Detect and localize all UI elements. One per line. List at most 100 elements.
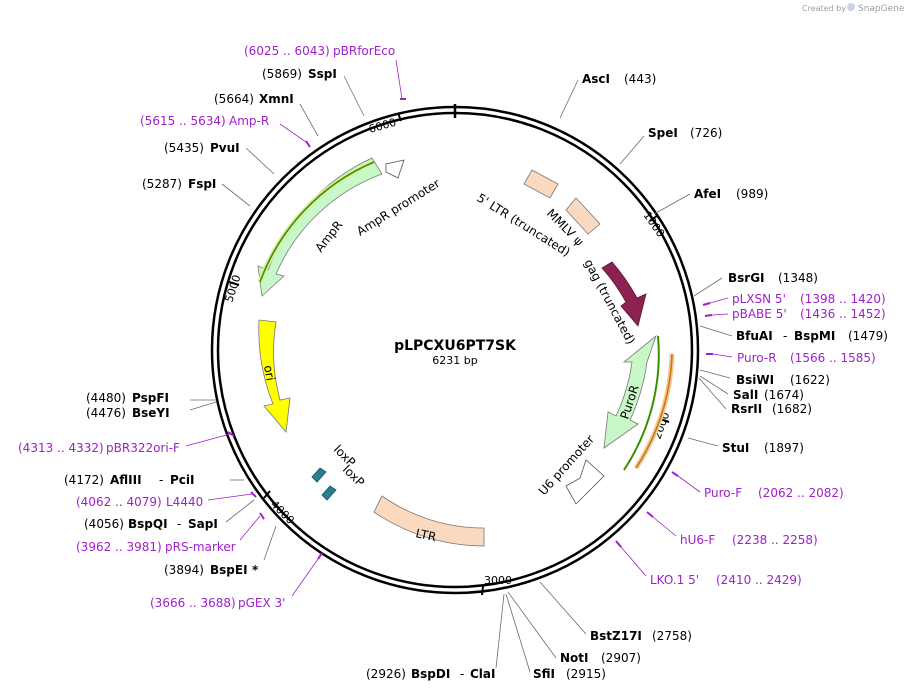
site-bspdi[interactable]: (2926) BspDI - ClaI xyxy=(366,593,505,681)
site-xmni-name: XmnI xyxy=(259,92,294,106)
site-sfii-pos: (2915) xyxy=(566,667,606,681)
puror-orf-line xyxy=(623,335,660,471)
primer-lko1-range: (2410 .. 2429) xyxy=(716,573,802,587)
primer-lko1-name: LKO.1 5' xyxy=(650,573,699,587)
site-bspqi-name: BspQI xyxy=(128,517,168,531)
primer-prs-marker[interactable]: (3962 .. 3981) pRS-marker xyxy=(76,512,265,554)
primer-puro-r[interactable]: Puro-R (1566 .. 1585) xyxy=(706,351,876,365)
site-clai-name: ClaI xyxy=(470,667,495,681)
feature-ori-arrow[interactable] xyxy=(258,319,291,433)
site-pcii-name: PciI xyxy=(170,473,195,487)
feature-loxp-1-arrow[interactable] xyxy=(311,467,327,483)
feature-label-puror: PuroR xyxy=(618,383,642,421)
primer-pbabe[interactable]: pBABE 5' (1436 .. 1452) xyxy=(704,307,886,321)
site-bsiwi[interactable]: BsiWI (1622) xyxy=(699,369,830,387)
site-xmni[interactable]: (5664) XmnI xyxy=(214,92,319,137)
site-bspmi-name: BspMI xyxy=(794,329,835,343)
primer-hu6-f-name: hU6-F xyxy=(680,533,715,547)
site-fspi-pos: (5287) xyxy=(142,177,182,191)
site-pvui-pos: (5435) xyxy=(164,141,204,155)
site-bfuai-pos: (1479) xyxy=(848,329,888,343)
site-bsiwi-name: BsiWI xyxy=(736,373,774,387)
tick-label-6000: 6000 xyxy=(367,116,397,136)
primer-pgex3-name: pGEX 3' xyxy=(238,596,285,610)
site-sspi-name: SspI xyxy=(308,67,337,81)
feature-gag-arrow[interactable] xyxy=(601,261,647,327)
site-fspi[interactable]: (5287) FspI xyxy=(142,177,251,207)
site-bstz17i[interactable]: BstZ17I (2758) xyxy=(539,581,692,643)
feature-label-loxp-2: loxP xyxy=(340,462,367,489)
site-asci-name: AscI xyxy=(582,72,610,86)
primer-pbrforeco[interactable]: (6025 .. 6043) pBRforEco xyxy=(244,44,406,100)
site-sali[interactable]: SalI (1674) xyxy=(699,375,804,402)
site-bspqi[interactable]: (4056) BspQI - SapI xyxy=(84,499,255,531)
site-stui[interactable]: StuI (1897) xyxy=(687,437,804,455)
primer-pbr322ori[interactable]: (4313 .. 4332) pBR322ori-F xyxy=(18,431,235,455)
site-afliii-sep: - xyxy=(159,473,163,487)
site-sspi[interactable]: (5869) SspI xyxy=(262,67,365,117)
primer-plxsn[interactable]: pLXSN 5' (1398 .. 1420) xyxy=(702,292,886,306)
feature-ampr-promoter-arrow[interactable] xyxy=(385,159,405,179)
site-afliii[interactable]: (4172) AflIII - PciI xyxy=(64,473,244,487)
feature-label-ampr: AmpR xyxy=(312,218,345,255)
primer-hu6-f[interactable]: hU6-F (2238 .. 2258) xyxy=(646,511,818,547)
site-bsrgi[interactable]: BsrGI (1348) xyxy=(693,271,818,297)
site-sali-name: SalI xyxy=(733,388,758,402)
site-sspi-pos: (5869) xyxy=(262,67,302,81)
primer-pbr322ori-name: pBR322ori-F xyxy=(106,441,180,455)
site-bspei[interactable]: (3894) BspEI * xyxy=(164,525,277,577)
primer-pgex3[interactable]: (3666 .. 3688) pGEX 3' xyxy=(150,552,323,610)
site-spei[interactable]: SpeI (726) xyxy=(619,126,722,165)
primer-l4440-range: (4062 .. 4079) xyxy=(76,495,162,509)
feature-loxp-2-arrow[interactable] xyxy=(321,485,337,501)
site-bstz17i-name: BstZ17I xyxy=(590,629,642,643)
primer-puro-r-range: (1566 .. 1585) xyxy=(790,351,876,365)
site-sfii[interactable]: SfiI (2915) xyxy=(505,593,606,681)
primer-pbrforeco-range: (6025 .. 6043) xyxy=(244,44,330,58)
site-pspfi[interactable]: (4480) PspFI xyxy=(86,391,216,405)
primer-puro-f[interactable]: Puro-F (2062 .. 2082) xyxy=(671,471,844,500)
site-bsrgi-pos: (1348) xyxy=(778,271,818,285)
tick-label-5000: 5000 xyxy=(222,273,243,304)
site-pvui[interactable]: (5435) PvuI xyxy=(164,141,275,175)
snapgene-brand: SnapGene xyxy=(858,4,904,14)
site-noti[interactable]: NotI (2907) xyxy=(507,591,641,665)
site-afliii-name: AflIII xyxy=(110,473,142,487)
site-afliii-pos: (4172) xyxy=(64,473,104,487)
feature-label-ltr: LTR xyxy=(414,526,437,544)
feature-mmlv-psi-block[interactable] xyxy=(565,197,601,235)
site-asci[interactable]: AscI (443) xyxy=(559,72,656,119)
primer-puro-r-name: Puro-R xyxy=(737,351,777,365)
site-bspdi-sep: - xyxy=(460,667,464,681)
primer-l4440-name: L4440 xyxy=(166,495,203,509)
primer-hu6-f-range: (2238 .. 2258) xyxy=(732,533,818,547)
feature-5ltr-block[interactable] xyxy=(523,169,559,199)
primer-amp-r-name: Amp-R xyxy=(229,114,269,128)
site-asci-pos: (443) xyxy=(624,72,656,86)
primer-l4440[interactable]: (4062 .. 4079) L4440 xyxy=(76,491,257,509)
feature-u6-promoter-arrow[interactable] xyxy=(565,459,605,505)
primer-prs-marker-name: pRS-marker xyxy=(165,540,236,554)
site-stui-name: StuI xyxy=(722,441,749,455)
site-noti-name: NotI xyxy=(560,651,589,665)
site-sali-pos: (1674) xyxy=(764,388,804,402)
site-bfuai[interactable]: BfuAI - BspMI (1479) xyxy=(699,325,888,343)
site-bseyi[interactable]: (4476) BseYI xyxy=(86,401,217,420)
created-by-text: Created by xyxy=(802,4,846,13)
primer-amp-r[interactable]: (5615 .. 5634) Amp-R xyxy=(140,114,311,148)
site-rsrii[interactable]: RsrII (1682) xyxy=(698,377,812,416)
primer-lko1[interactable]: LKO.1 5' (2410 .. 2429) xyxy=(615,540,802,587)
site-bfuai-name: BfuAI xyxy=(736,329,773,343)
plasmid-name: pLPCXU6PT7SK xyxy=(394,338,517,354)
feature-puror-arrow[interactable] xyxy=(603,334,657,449)
tick-label-3000: 3000 xyxy=(484,574,512,587)
site-noti-pos: (2907) xyxy=(601,651,641,665)
primer-puro-f-range: (2062 .. 2082) xyxy=(758,486,844,500)
feature-ltr-arrow[interactable] xyxy=(373,495,485,547)
site-afei[interactable]: AfeI (989) xyxy=(653,187,768,215)
site-pspfi-pos: (4480) xyxy=(86,391,126,405)
site-afei-pos: (989) xyxy=(736,187,768,201)
site-bfuai-sep: - xyxy=(783,329,787,343)
primer-amp-r-range: (5615 .. 5634) xyxy=(140,114,226,128)
